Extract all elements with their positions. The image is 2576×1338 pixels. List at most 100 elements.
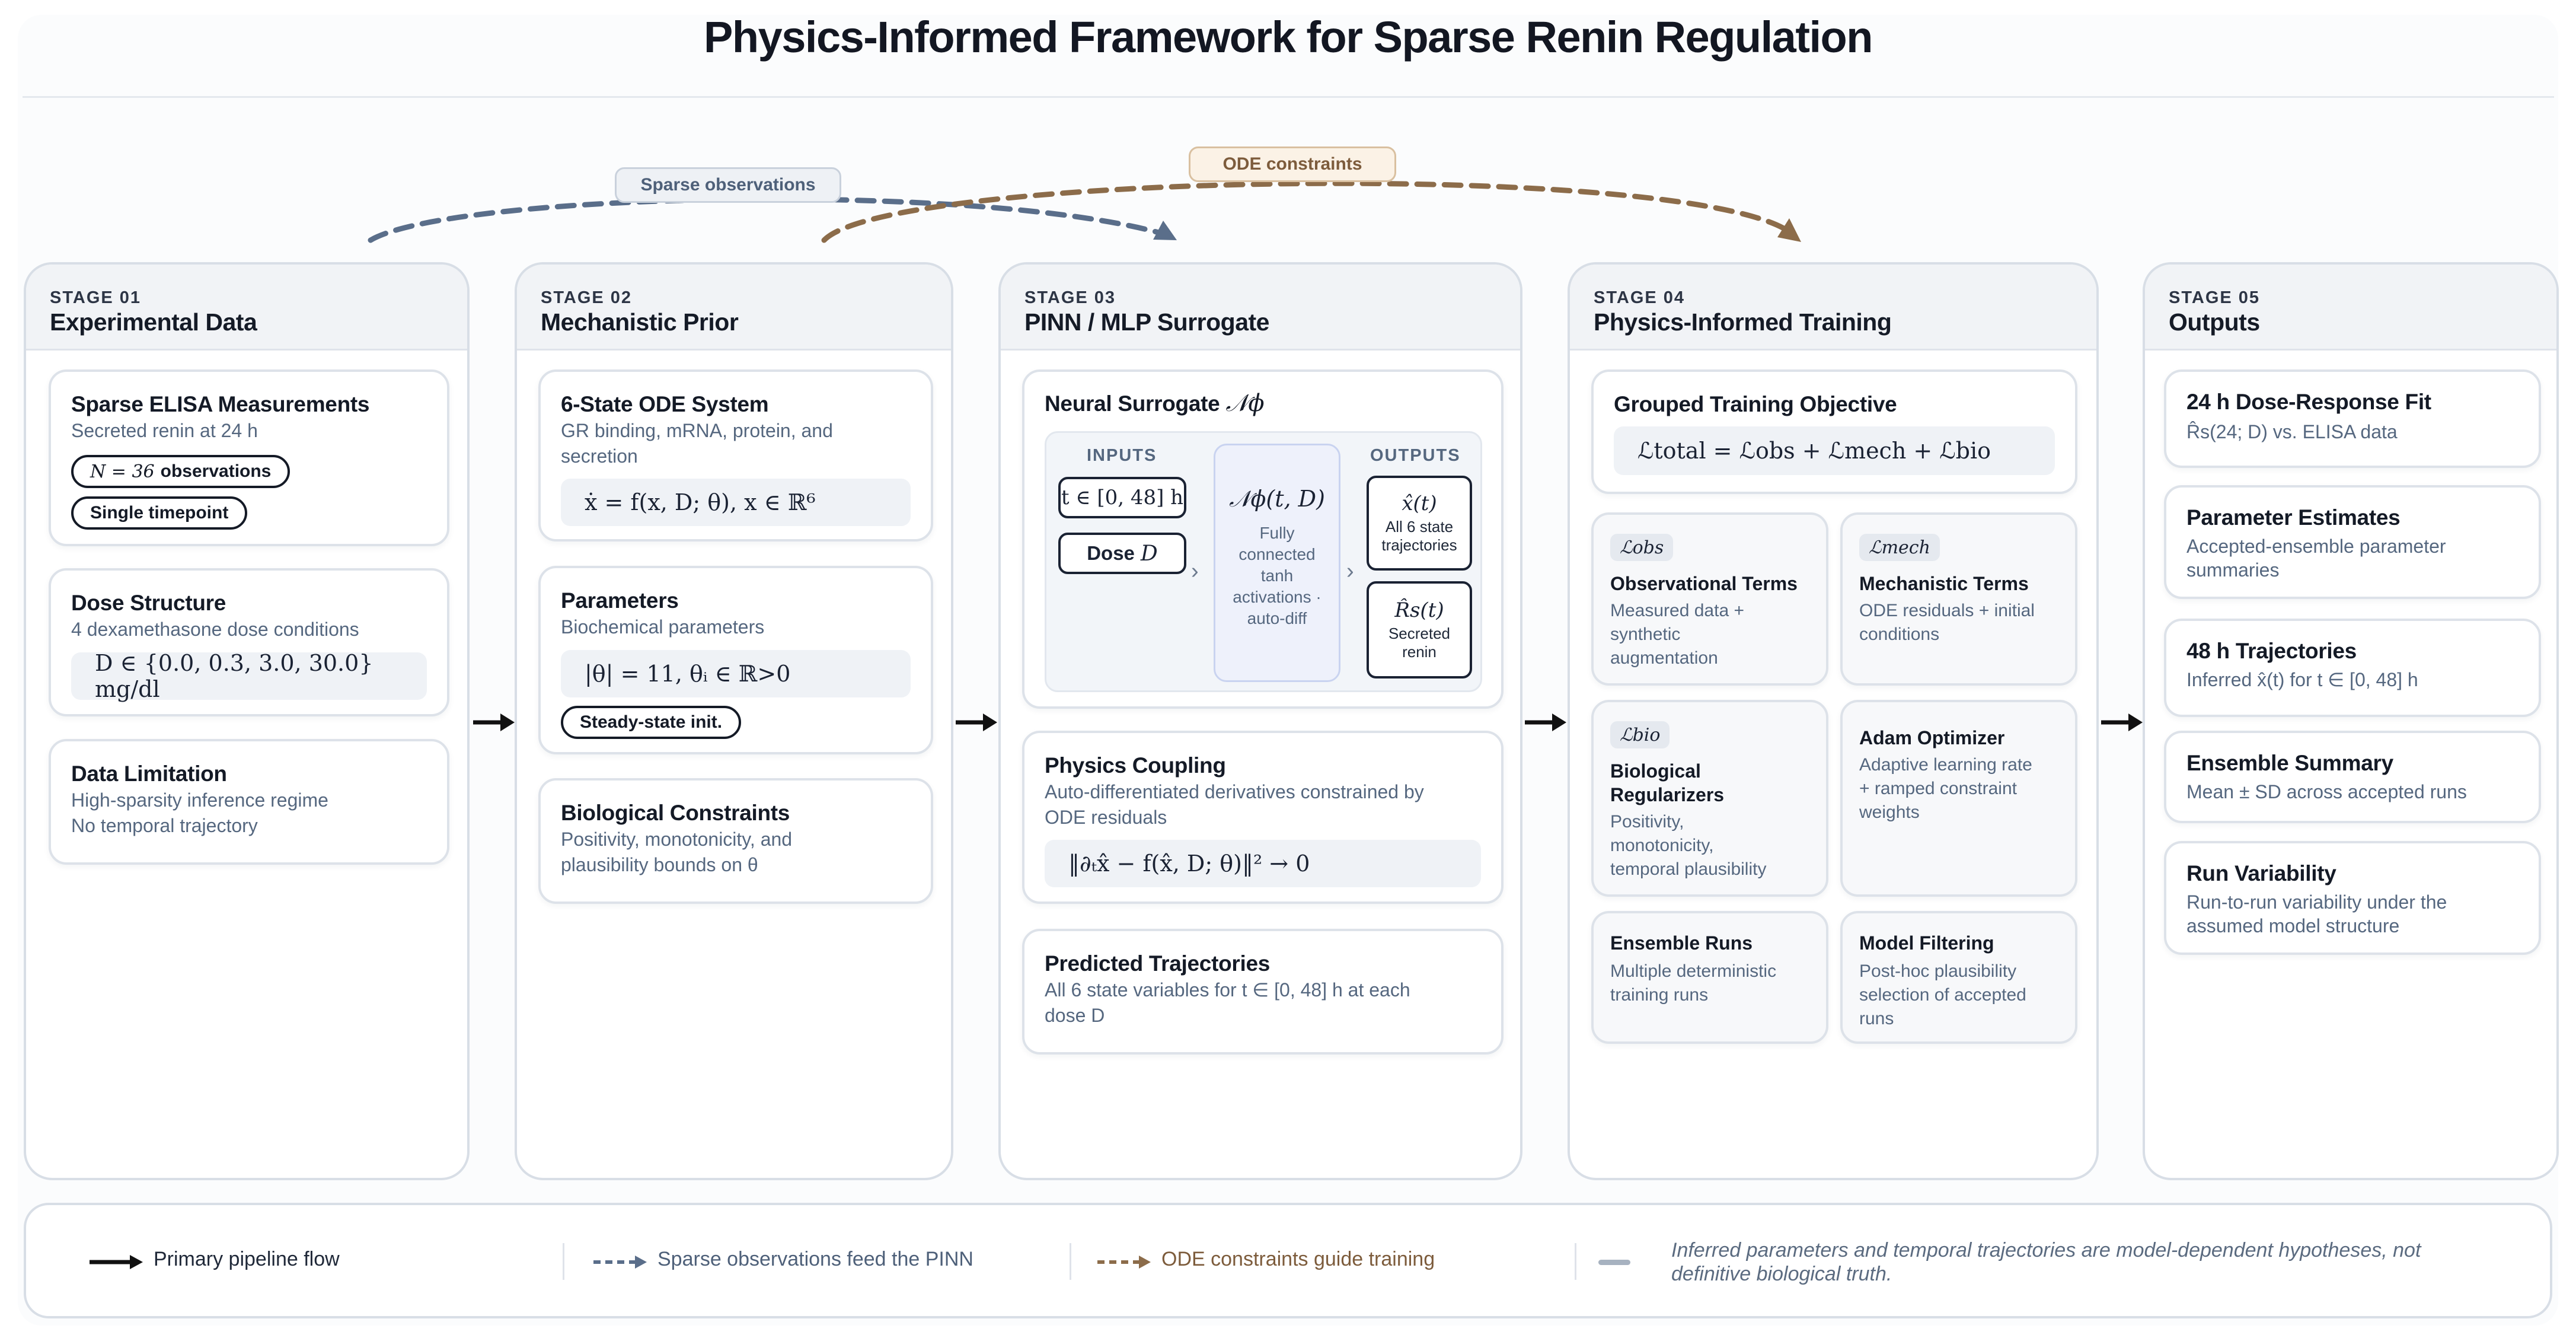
card-description: Positivity, monotonicity, temporal plaus… xyxy=(1610,810,1814,881)
network-desc-line: auto-diff xyxy=(1247,609,1307,627)
card-run-variability: Run Variability Run-to-run variability u… xyxy=(2164,841,2541,955)
card-description: Measured data + synthetic augmentation xyxy=(1610,599,1814,670)
card-title-line: Biological xyxy=(1610,760,1701,782)
output-renin-line: renin xyxy=(1402,643,1437,661)
flow-arrow-icon xyxy=(2101,713,2143,731)
card-line: monotonicity, xyxy=(1610,836,1714,855)
card-line: No temporal trajectory xyxy=(71,815,258,836)
loss-mech-badge: ℒmech xyxy=(1859,534,1940,561)
outputs-label: OUTPUTS xyxy=(1370,446,1461,465)
title-divider xyxy=(23,96,2554,98)
card-training-objective: Grouped Training Objective ℒtotal = ℒobs… xyxy=(1591,369,2077,494)
stage-header: STAGE 02 Mechanistic Prior xyxy=(517,265,951,351)
stage-number: STAGE 05 xyxy=(2169,288,2261,307)
stage-number: STAGE 01 xyxy=(50,288,142,307)
card-title: Run Variability xyxy=(2186,861,2336,885)
card-title: Predicted Trajectories xyxy=(1045,951,1271,976)
card-subtitle: Mean ± SD across accepted runs xyxy=(2186,781,2467,802)
card-line: Post-hoc plausibility xyxy=(1859,961,2017,981)
flow-arrow-icon xyxy=(473,713,515,731)
network-desc-line: tanh xyxy=(1260,566,1294,585)
stage-03: STAGE 03 PINN / MLP Surrogate Neural Sur… xyxy=(998,262,1522,1180)
card-parameters: Parameters Biochemical parameters |θ| = … xyxy=(538,566,933,754)
flow-arrow-icon xyxy=(1525,713,1566,731)
observations-label: observations xyxy=(160,461,272,481)
card-line: Multiple deterministic xyxy=(1610,961,1777,981)
card-line: assumed model structure xyxy=(2186,915,2400,936)
card-description: Multiple deterministic training runs xyxy=(1610,960,1814,1007)
stage-name: PINN / MLP Surrogate xyxy=(1024,308,1269,336)
observations-pill: N = 36 observations xyxy=(71,455,291,488)
card-subtitle: Biochemical parameters xyxy=(561,616,765,638)
card-description: Post-hoc plausibility selection of accep… xyxy=(1859,960,2063,1031)
card-line: Positivity, xyxy=(1610,812,1684,832)
card-line: weights xyxy=(1859,802,1920,822)
sparse-observations-arrow xyxy=(368,196,1168,243)
ode-constraints-legend-icon xyxy=(1097,1256,1151,1269)
card-biological-regularizers: ℒbio Biological Regularizers Positivity,… xyxy=(1591,700,1828,897)
output-renin-box: R̂s(t) Secreted renin xyxy=(1367,581,1472,678)
physics-equation: ‖∂ₜx̂ − f(x̂, D; θ)‖² → 0 xyxy=(1045,840,1481,887)
card-line: runs xyxy=(1859,1009,1894,1028)
card-ensemble-summary: Ensemble Summary Mean ± SD across accept… xyxy=(2164,731,2541,823)
output-renin-symbol: R̂s(t) xyxy=(1394,598,1444,622)
card-title: Biological Regularizers xyxy=(1610,759,1724,807)
disclaimer-marker xyxy=(1598,1260,1630,1265)
observation-count: N = 36 xyxy=(90,461,155,482)
stage-header: STAGE 04 Physics-Informed Training xyxy=(1570,265,2096,351)
card-line: ODE residuals xyxy=(1045,807,1167,828)
network-desc-line: connected xyxy=(1238,545,1316,563)
ode-constraints-label: ODE constraints xyxy=(1189,146,1396,182)
output-renin-line: Secreted xyxy=(1388,625,1451,642)
card-title: Sparse ELISA Measurements xyxy=(71,392,370,416)
card-subtitle: R̂s(24; D) vs. ELISA data xyxy=(2186,421,2398,442)
card-title: Adam Optimizer xyxy=(1859,727,2005,748)
card-predicted-trajectories: Predicted Trajectories All 6 state varia… xyxy=(1022,929,1504,1055)
card-description: Adaptive learning rate + ramped constrai… xyxy=(1859,753,2063,824)
page-title: Physics-Informed Framework for Sparse Re… xyxy=(704,12,1873,62)
legend-divider xyxy=(1575,1243,1576,1280)
input-time: t ∈ [0, 48] h xyxy=(1061,486,1184,509)
input-dose-symbol: D xyxy=(1140,541,1158,566)
card-mechanistic-terms: ℒmech Mechanistic Terms ODE residuals + … xyxy=(1840,512,2077,686)
stage-number: STAGE 02 xyxy=(541,288,633,307)
output-states-box: x̂(t) All 6 state trajectories xyxy=(1367,476,1472,571)
card-line: ODE residuals + initial xyxy=(1859,601,2035,620)
stage-name: Outputs xyxy=(2169,308,2260,336)
ode-constraints-arrowhead xyxy=(1777,218,1801,242)
network-desc-line: activations · xyxy=(1233,588,1321,606)
network-symbol: 𝒩ϕ xyxy=(1225,390,1265,417)
card-title: Ensemble Summary xyxy=(2186,751,2393,775)
inputs-label: INPUTS xyxy=(1087,446,1157,465)
card-subtitle: Inferred x̂(t) for t ∈ [0, 48] h xyxy=(2186,669,2418,690)
card-line: + ramped constraint xyxy=(1859,779,2017,798)
card-title: Model Filtering xyxy=(1859,932,1994,954)
loss-obs-badge: ℒobs xyxy=(1610,534,1674,561)
legend-ode-constraints: ODE constraints guide training xyxy=(1161,1248,1435,1270)
output-states-line: All 6 state xyxy=(1385,518,1454,536)
card-title: Observational Terms xyxy=(1610,573,1798,594)
legend-divider xyxy=(1070,1243,1071,1280)
stage-header: STAGE 05 Outputs xyxy=(2145,265,2556,351)
ode-constraints-arrow xyxy=(821,180,1793,243)
card-title: Mechanistic Terms xyxy=(1859,573,2029,594)
card-dose-response-fit: 24 h Dose-Response Fit R̂s(24; D) vs. EL… xyxy=(2164,369,2541,468)
card-title: Data Limitation xyxy=(71,762,227,786)
card-line: plausibility bounds on θ xyxy=(561,854,758,875)
card-line: Positivity, monotonicity, and xyxy=(561,829,793,850)
card-line: selection of accepted xyxy=(1859,985,2026,1005)
network-core: 𝒩ϕ(t, D) Fully connected tanh activation… xyxy=(1214,444,1340,682)
stage-02: STAGE 02 Mechanistic Prior 6-State ODE S… xyxy=(515,262,953,1180)
stage-number: STAGE 04 xyxy=(1594,288,1686,307)
card-line: secretion xyxy=(561,445,638,467)
ode-equation: ẋ = f(x, D; θ), x ∈ ℝ⁶ xyxy=(561,479,911,526)
chevron-right-icon: › xyxy=(1346,559,1354,584)
steady-state-pill: Steady-state init. xyxy=(561,706,742,739)
network-description: Fully connected tanh activations · auto-… xyxy=(1215,523,1339,629)
card-title: 48 h Trajectories xyxy=(2186,639,2357,663)
single-timepoint-pill: Single timepoint xyxy=(71,496,248,530)
card-title: 24 h Dose-Response Fit xyxy=(2186,390,2431,414)
dose-equation: D ∈ {0.0, 0.3, 3.0, 30.0} mg/dl xyxy=(71,650,427,702)
stage-name: Physics-Informed Training xyxy=(1594,308,1892,336)
card-observational-terms: ℒobs Observational Terms Measured data +… xyxy=(1591,512,1828,686)
